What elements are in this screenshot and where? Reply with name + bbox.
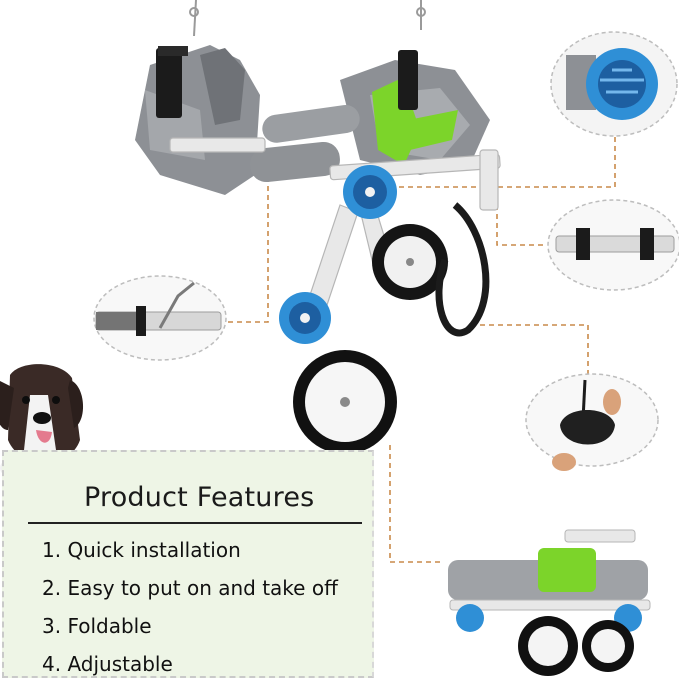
wheel-icon: [293, 350, 397, 454]
features-divider: [28, 522, 362, 524]
green-harness-strap-icon: [340, 50, 490, 175]
harness-pad-icon: [135, 45, 260, 195]
padded-bar-icon: [250, 104, 360, 183]
dog-icon: [0, 364, 84, 478]
adjustment-knob-icon: [279, 165, 397, 344]
feature-list: 1. Quick installation 2. Easy to put on …: [42, 536, 338, 688]
feature-item-adjustable: 4. Adjustable: [42, 652, 173, 676]
strap-detail-icon: [525, 373, 659, 471]
product-features-panel: [2, 450, 374, 678]
product-features-title: Product Features: [84, 482, 315, 513]
feature-item-easy-on-off: 2. Easy to put on and take off: [42, 576, 338, 600]
knob-detail-icon: [550, 31, 678, 137]
leg-strap-icon: [435, 202, 490, 337]
pin-detail-icon: [93, 275, 227, 361]
hanging-chain-icon: [189, 0, 426, 37]
axle-detail-icon: [547, 199, 679, 291]
feature-item-quick-installation: 1. Quick installation: [42, 538, 241, 562]
small-wheel-icon: [372, 224, 448, 300]
folded-wheelchair-icon: [448, 529, 651, 676]
feature-item-foldable: 3. Foldable: [42, 614, 152, 638]
